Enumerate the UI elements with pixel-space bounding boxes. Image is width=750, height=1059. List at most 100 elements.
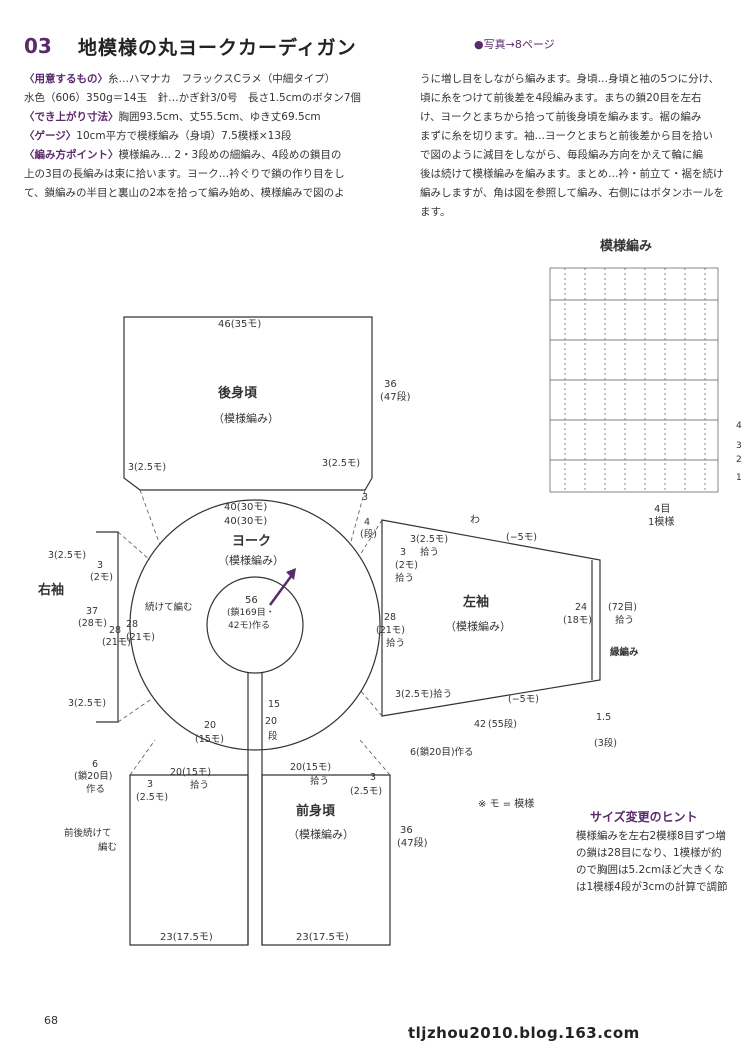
pattern-row-3: 3	[736, 441, 742, 451]
front-body-bottom-left: 23(17.5モ)	[160, 932, 213, 943]
front-back-diff-rows: 4	[364, 517, 370, 528]
construction-line	[117, 531, 151, 561]
gusset-chain-right: 6(鎖20目)作る	[410, 746, 474, 758]
pattern-chart-title: 模様編み	[600, 238, 652, 254]
construction-line	[359, 689, 383, 717]
left-sleeve-length: (55段)	[488, 718, 517, 730]
yoke-lower-width: 20	[204, 720, 216, 731]
pattern-chart	[549, 267, 719, 493]
instruction-line: ます。	[420, 206, 451, 218]
front-corner-count: 3	[147, 779, 153, 790]
size-hint-line: は1模様4段が3cmの計算で調節	[576, 881, 728, 893]
underarm-count: 3	[362, 492, 368, 503]
underarm-label: 3(2.5モ)	[322, 458, 360, 469]
size-hint: 模様編みを左右2模様8目ずつ増 の鎖は28目になり、1模様が約 ので胸囲は5.2…	[576, 828, 750, 896]
left-sleeve-sub: （模様編み）	[445, 619, 511, 633]
back-body-name: 後身頃	[218, 385, 258, 401]
underarm-label: 3(2.5モ)	[128, 462, 166, 473]
page-number: 68	[44, 1014, 58, 1027]
left-sleeve-label: 3(2.5モ)拾う	[395, 688, 452, 700]
neck-measure-c: 42モ)作る	[228, 619, 270, 631]
front-opening	[247, 672, 263, 945]
right-sleeve-label: (28モ)	[78, 618, 107, 629]
left-sleeve-round: わ	[470, 514, 480, 526]
gusset-chain-left: (鎖20目)	[74, 770, 113, 782]
left-sleeve-bottom: (−5モ)	[508, 694, 539, 705]
front-corner-motifs: (2.5モ)	[136, 792, 168, 803]
pattern-chart-columns	[564, 268, 706, 492]
pattern-number: 03	[24, 34, 52, 58]
yoke-sub: （模様編み）	[218, 553, 284, 567]
front-band-rows: 20	[265, 716, 277, 727]
instruction-line: うに増し目をしながら編みます。身頃…身頃と袖の5つに分け、	[420, 73, 720, 85]
instruction-line: 〈用意するもの〉糸…ハマナカ フラックスCラメ（中細タイプ）	[24, 73, 336, 85]
back-body-side-b: (47段)	[380, 390, 411, 403]
neck-circle	[206, 576, 304, 674]
right-sleeve-name: 右袖	[37, 582, 64, 598]
front-band-width: 15	[268, 699, 280, 710]
yoke-outer-circle	[129, 499, 381, 751]
right-sleeve-label: (2モ)	[90, 572, 113, 583]
right-sleeve-label: (21モ)	[102, 637, 131, 648]
right-sleeve-label: 3	[97, 560, 103, 571]
back-body-bottom-width: 40(30モ)	[224, 502, 267, 513]
front-continue: 編む	[98, 841, 117, 853]
right-sleeve-outline	[96, 531, 119, 723]
size-hint-line: 模様編みを左右2模様8目ずつ増	[576, 830, 726, 842]
back-body-sub: （模様編み）	[213, 411, 279, 425]
front-right-pick: 20(15モ)	[290, 762, 331, 773]
front-band-rows-unit: 段	[268, 730, 278, 742]
front-body-name: 前身頃	[296, 803, 336, 819]
left-sleeve-cuff-width: 24	[575, 602, 587, 613]
watermark: tljzhou2010.blog.163.com	[408, 1024, 640, 1042]
gusset-chain-left: 6	[92, 759, 98, 770]
instructions-left: 〈用意するもの〉糸…ハマナカ フラックスCラメ（中細タイプ） 水色（606）35…	[24, 70, 410, 203]
size-hint-title: サイズ変更のヒント	[590, 810, 698, 824]
pattern-chart-foot-a: 4目	[654, 504, 670, 515]
left-sleeve-label: 拾う	[386, 637, 405, 649]
right-sleeve-continue: 続けて編む	[145, 601, 193, 613]
front-right-corner: 3	[370, 772, 376, 783]
cuff-edge-rows: (3段)	[594, 737, 617, 749]
front-right-pick: 拾う	[310, 775, 329, 787]
front-body-side-b: (47段)	[397, 836, 428, 849]
left-sleeve-label: 28	[384, 612, 396, 623]
instruction-line: 後は続けて模様編みを編みます。まとめ…衿・前立て・裾を続け	[420, 168, 724, 180]
left-sleeve-label: 3	[400, 547, 406, 558]
size-hint-line: ので胸囲は5.2cmほど大きくな	[576, 864, 725, 876]
symbol-note: ※ モ = 模様	[478, 799, 535, 810]
construction-line	[129, 739, 156, 776]
back-body-top-width: 46(35モ)	[218, 319, 261, 330]
left-sleeve-top: (−5モ)	[506, 532, 537, 543]
left-sleeve-edge-pick: 拾う	[615, 614, 634, 626]
neck-measure-b: (鎖169目・	[227, 606, 275, 618]
front-body-left-outline	[129, 774, 249, 946]
construction-line	[139, 489, 161, 546]
right-sleeve-label: 28	[109, 625, 121, 636]
instruction-line: 水色（606）350g＝14玉 針…かぎ針3/0号 長さ1.5cmのボタン7個	[24, 92, 361, 104]
instruction-line: 編みしますが、角は図を参照して編み、右側にはボタンホールを	[420, 187, 724, 199]
left-sleeve-name: 左袖	[463, 594, 489, 610]
pattern-row-1: 1	[736, 473, 742, 483]
left-sleeve-label: 3(2.5モ)	[410, 534, 448, 545]
left-sleeve-label: 拾う	[395, 572, 414, 584]
front-left-pick: 20(15モ)	[170, 767, 211, 778]
instruction-line: 〈ゲージ〉10cm平方で模様編み（身頃）7.5模様×13段	[24, 130, 292, 142]
front-body-right-outline	[261, 774, 391, 946]
photo-reference: ●写真→8ページ	[474, 38, 555, 51]
construction-line	[117, 699, 151, 723]
left-sleeve-label: (21モ)	[376, 625, 405, 636]
right-sleeve-label: 37	[86, 606, 98, 617]
page-title: 地模様の丸ヨークカーディガン	[78, 37, 357, 59]
left-sleeve-label: (2モ)	[395, 560, 418, 571]
instruction-line: け、ヨークとまちから拾って前後身頃を編みます。裾の編み	[420, 111, 702, 123]
instruction-line: 〈でき上がり寸法〉胸囲93.5cm、丈55.5cm、ゆき丈69.5cm	[24, 111, 321, 123]
right-sleeve-label: 3(2.5モ)	[48, 550, 86, 561]
instruction-line: 頃に糸をつけて前後差を4段編みます。まちの鎖20目を左右	[420, 92, 702, 104]
pattern-row-4: 4	[736, 421, 742, 431]
instruction-line: て、鎖編みの半目と裏山の2本を拾って編み始め、模様編みで図のよ	[24, 187, 345, 199]
left-sleeve-length: 42	[474, 719, 486, 730]
right-sleeve-label: 28	[126, 619, 138, 630]
pattern-chart-foot-b: 1模様	[648, 515, 674, 528]
